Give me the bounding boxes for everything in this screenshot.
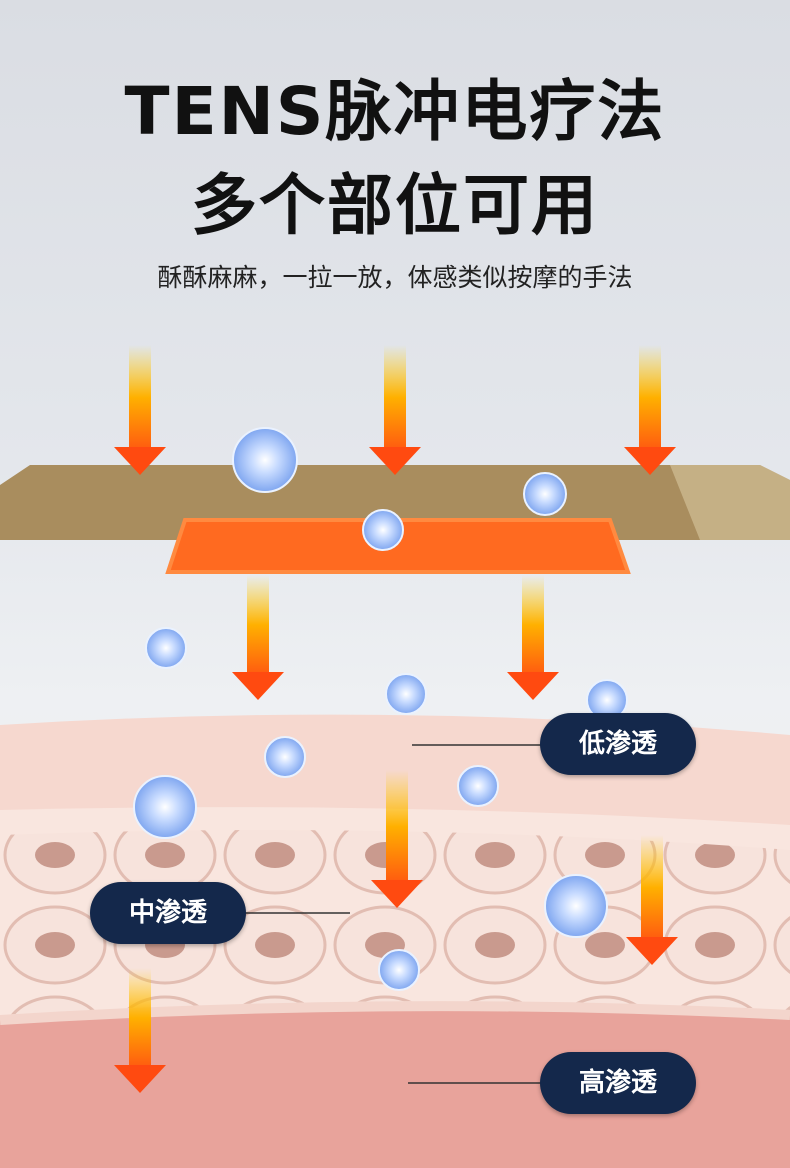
bubble-icon xyxy=(385,673,427,715)
label-high-penetration: 高渗透 xyxy=(540,1052,696,1114)
bubble-icon xyxy=(145,627,187,669)
label-mid-penetration: 中渗透 xyxy=(90,882,246,944)
bubble-icon xyxy=(523,472,567,516)
arrows xyxy=(114,345,678,1093)
arrow-icon xyxy=(626,835,678,965)
bubble-icon xyxy=(362,509,404,551)
arrow-icon xyxy=(624,345,676,475)
bubble-icon xyxy=(457,765,499,807)
arrow-icon xyxy=(232,575,284,700)
bubble-icon xyxy=(264,736,306,778)
label-low-penetration: 低渗透 xyxy=(540,713,696,775)
arrow-icon xyxy=(114,968,166,1093)
arrow-icon xyxy=(507,575,559,700)
bubble-icon xyxy=(133,775,197,839)
bubble-icon xyxy=(544,874,608,938)
bubble-icon xyxy=(378,949,420,991)
heat-zone xyxy=(165,518,631,574)
arrow-icon xyxy=(114,345,166,475)
title-line-2: 多个部位可用 xyxy=(191,167,599,244)
title-line-1: TENS脉冲电疗法 xyxy=(124,73,666,150)
arrow-icon xyxy=(371,770,423,908)
muscle-layer xyxy=(0,1006,790,1168)
bubbles xyxy=(133,427,628,991)
arrow-icon xyxy=(369,345,421,475)
bubble-icon xyxy=(232,427,298,493)
subtitle: 酥酥麻麻，一拉一放，体感类似按摩的手法 xyxy=(157,263,633,292)
